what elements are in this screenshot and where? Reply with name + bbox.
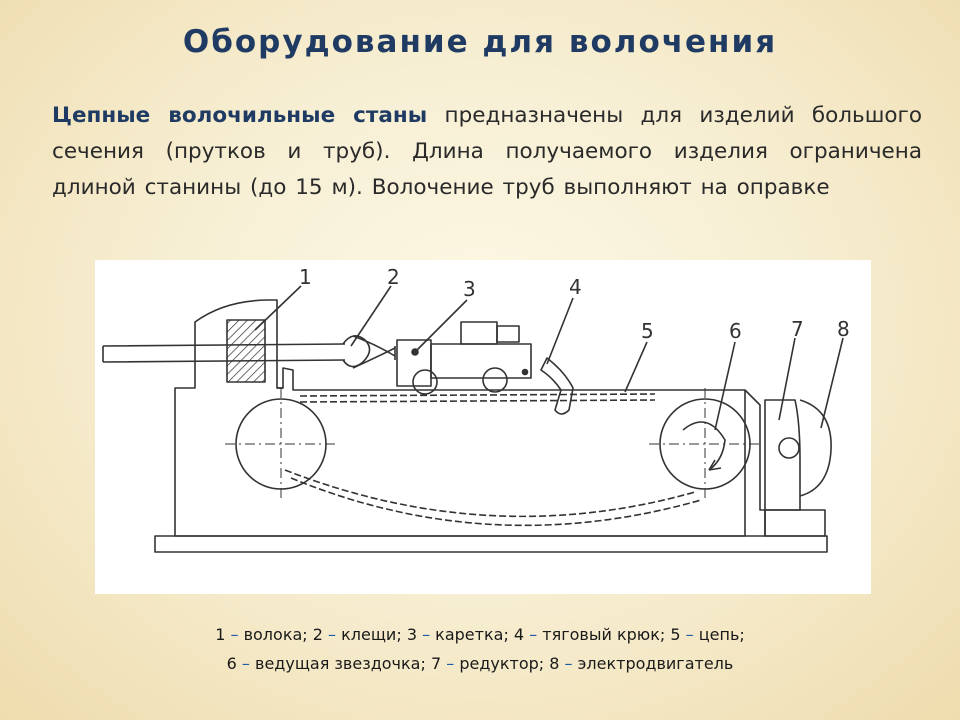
legend-sep: –	[225, 625, 244, 644]
carriage-cylinder	[460, 321, 498, 345]
label-5: 5	[641, 319, 654, 343]
label-3: 3	[463, 277, 476, 301]
base-plate	[154, 535, 828, 553]
legend-sep: –	[417, 625, 436, 644]
reducer-base	[764, 509, 826, 537]
leader-2	[350, 285, 392, 347]
label-1: 1	[299, 265, 312, 289]
carriage-wheel-left	[412, 369, 438, 395]
description-rest: предназначены для изделий большого сечен…	[52, 103, 922, 200]
reducer-shaft	[778, 437, 800, 459]
legend-text: ведущая звездочка	[255, 654, 421, 673]
frame-body	[174, 299, 746, 537]
chain-lower	[284, 469, 702, 527]
reducer	[764, 399, 801, 511]
label-7: 7	[791, 317, 804, 341]
leader-1	[254, 285, 302, 331]
legend-line-2: 6 – ведущая звездочка; 7 – редуктор; 8 –…	[226, 654, 734, 673]
drawn-bar	[102, 343, 346, 363]
rotation-arrow	[682, 421, 726, 471]
legend-text: тяговый крюк	[542, 625, 660, 644]
carriage-frame	[430, 343, 532, 379]
legend-num: 4	[513, 625, 525, 644]
label-8: 8	[837, 317, 850, 341]
label-2: 2	[387, 265, 400, 289]
legend-sep: –	[322, 625, 342, 644]
legend-num: 1	[215, 625, 226, 644]
legend-sep: –	[524, 625, 543, 644]
legend-sep: –	[680, 625, 699, 644]
leader-7	[778, 337, 796, 421]
legend-num: 3	[406, 625, 417, 644]
legend-num: 6	[226, 654, 237, 673]
legend-text: цепь	[698, 625, 740, 644]
description-lead: Цепные волочильные станы	[52, 103, 428, 128]
legend-num: 7	[430, 654, 442, 673]
motor	[799, 399, 832, 497]
legend-sep: –	[441, 654, 460, 673]
die-block	[226, 319, 266, 383]
description-paragraph: Цепные волочильные станы предназначены д…	[52, 98, 922, 206]
label-4: 4	[569, 275, 582, 299]
traction-hook	[540, 357, 574, 415]
chain-drawing-mill-diagram: 1 2 3 4 5 6 7 8	[95, 260, 871, 594]
legend-caption: 1 – волока; 2 – клещи; 3 – каретка; 4 – …	[0, 620, 960, 678]
legend-text: электродвигатель	[577, 654, 734, 673]
legend-text: каретка	[435, 625, 504, 644]
legend-num: 2	[312, 625, 323, 644]
label-6: 6	[729, 319, 742, 343]
leader-8	[820, 337, 844, 429]
leader-5	[624, 341, 648, 393]
leader-3	[414, 299, 468, 353]
legend-text: клещи	[341, 625, 397, 644]
carriage-wheel-right	[482, 367, 508, 393]
chain-upper	[299, 393, 656, 403]
legend-line-1: 1 – волока; 2 – клещи; 3 – каретка; 4 – …	[215, 625, 745, 644]
legend-text: волока	[243, 625, 303, 644]
leader-6	[714, 341, 736, 431]
legend-num: 8	[549, 654, 560, 673]
leader-4	[546, 297, 574, 365]
legend-sep: –	[559, 654, 578, 673]
diagram-svg: 1 2 3 4 5 6 7 8	[102, 265, 850, 553]
legend-sep: –	[236, 654, 256, 673]
legend-num: 5	[670, 625, 681, 644]
slide-title: Оборудование для волочения	[182, 24, 778, 60]
legend-text: редуктор	[459, 654, 539, 673]
